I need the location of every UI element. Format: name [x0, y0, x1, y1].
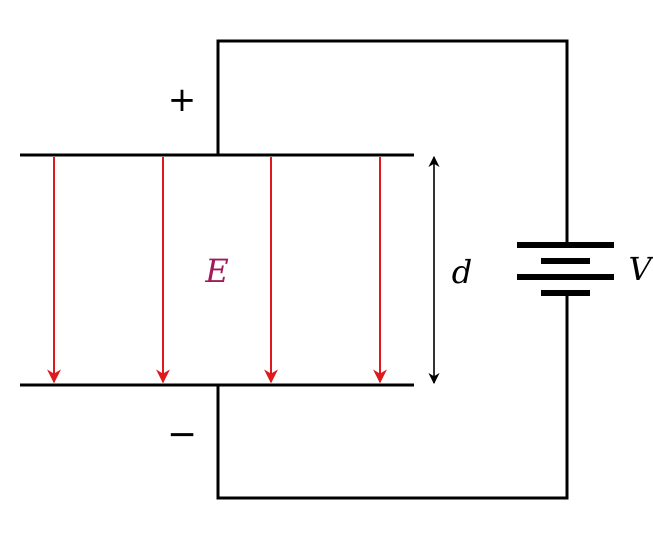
plus-label: + [168, 80, 197, 120]
circuit-wires [216, 39, 569, 500]
top-wire [216, 39, 569, 244]
bottom-wire [216, 296, 569, 500]
field-arrows [47, 157, 387, 384]
minus-label: − [167, 414, 197, 455]
voltage-label: V [628, 250, 653, 288]
battery-icon [517, 242, 614, 296]
field-label: E [204, 252, 228, 290]
separation-label: d [452, 253, 472, 291]
